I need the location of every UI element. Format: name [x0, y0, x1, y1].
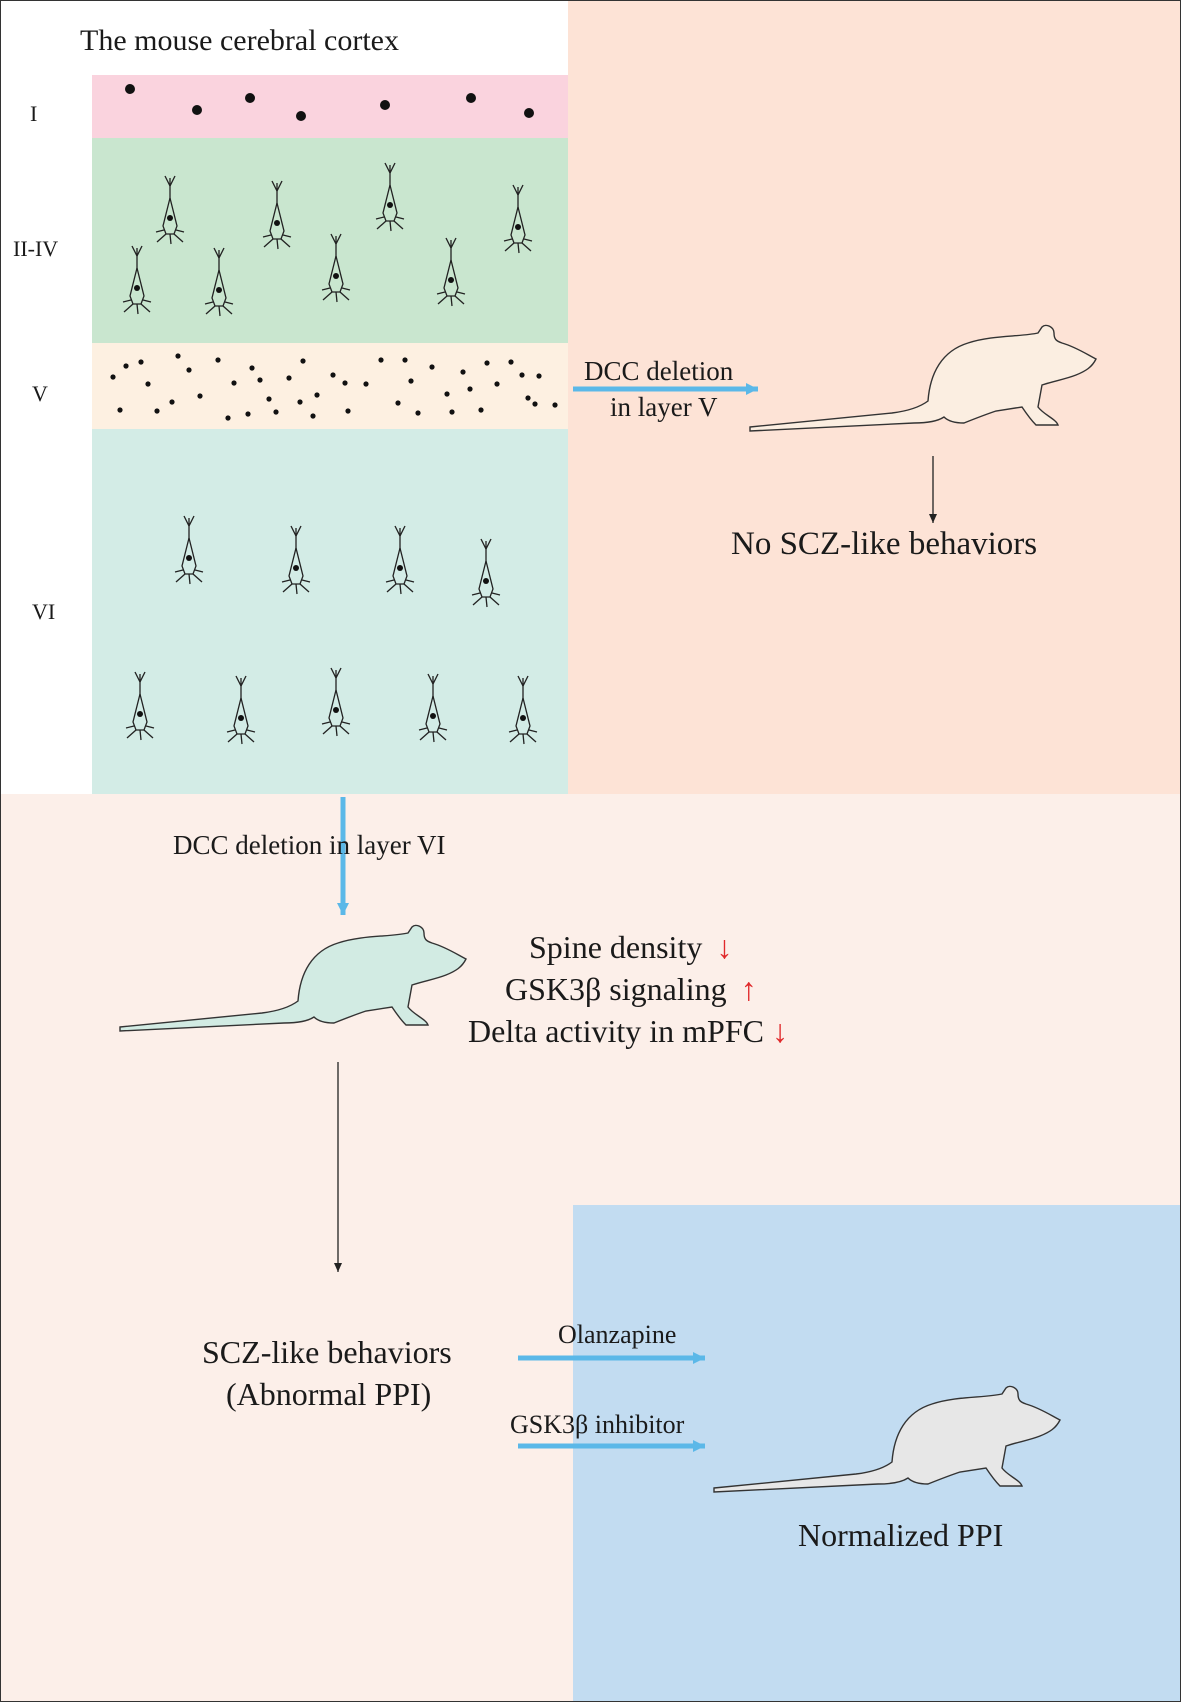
cell-dot: [125, 84, 135, 94]
layer-v-deletion-line1: DCC deletion: [584, 356, 734, 386]
cell-dot: [245, 93, 255, 103]
cell-dot: [286, 375, 292, 381]
cell-dot: [395, 400, 401, 406]
cell-dot: [429, 364, 435, 370]
cell-dot: [552, 402, 558, 408]
cell-dot: [408, 378, 414, 384]
behavior-arrow-head: [334, 1263, 342, 1272]
layer-label-ii-iv: II-IV: [13, 236, 59, 261]
cell-dot: [273, 409, 279, 415]
cell-dot: [378, 357, 384, 363]
cell-dot: [249, 365, 255, 371]
scz-behaviors-line1: SCZ-like behaviors: [202, 1334, 452, 1370]
cell-dot: [310, 413, 316, 419]
cell-dot: [245, 411, 251, 417]
cell-dot: [169, 399, 175, 405]
cell-dot: [466, 93, 476, 103]
cell-dot: [215, 357, 221, 363]
effect-text: Delta activity in mPFC: [468, 1013, 764, 1049]
cell-dot: [192, 105, 202, 115]
cell-dot: [123, 363, 129, 369]
cell-dot: [330, 372, 336, 378]
layer-v-deletion-line2: in layer V: [610, 392, 718, 422]
treatment-panel: [573, 1205, 1181, 1702]
treatment-gsk3b-inhibitor: GSK3β inhibitor: [510, 1410, 685, 1439]
cell-dot: [532, 401, 538, 407]
layer-v-panel: [568, 0, 1181, 794]
cell-dot: [524, 108, 534, 118]
cell-dot: [415, 410, 421, 416]
cell-dot: [525, 395, 531, 401]
cell-dot: [460, 369, 466, 375]
layer-label-vi: VI: [32, 599, 56, 624]
cell-dot: [110, 374, 116, 380]
arrow-up-icon: ↑: [740, 971, 757, 1007]
cell-dot: [519, 372, 525, 378]
cell-dot: [186, 367, 192, 373]
cell-dot: [484, 360, 490, 366]
cell-dot: [380, 100, 390, 110]
arrow-down-icon: ↓: [771, 1013, 788, 1049]
cell-dot: [508, 359, 514, 365]
effect-text: Spine density: [529, 929, 703, 965]
cell-dot: [117, 407, 123, 413]
cell-dot: [467, 386, 473, 392]
cell-dot: [402, 357, 408, 363]
cell-dot: [314, 392, 320, 398]
layer-vi-deletion-label: DCC deletion in layer VI: [173, 830, 446, 860]
cortex-layer-vi: [92, 429, 568, 794]
olanzapine-arrow-head: [693, 1352, 705, 1364]
scz-behaviors-line2: (Abnormal PPI): [226, 1376, 432, 1412]
cortex-layer-i: [92, 75, 568, 138]
effect-delta-activity: Delta activity in mPFC↓: [468, 1015, 788, 1047]
cell-dot: [478, 407, 484, 413]
cell-dot: [225, 415, 231, 421]
cell-dot: [342, 380, 348, 386]
layer-label-i: I: [30, 101, 38, 126]
effect-gsk3b-signaling: GSK3β signaling ↑: [505, 973, 757, 1005]
cell-dot: [536, 373, 542, 379]
normalized-ppi-result: Normalized PPI: [798, 1517, 1004, 1553]
cell-dot: [300, 358, 306, 364]
cortex-layer-ii-iv: [92, 138, 568, 343]
cortex-layer-v: [92, 343, 568, 429]
cell-dot: [257, 377, 263, 383]
cell-dot: [444, 391, 450, 397]
layer-v-deletion-arrow-head: [746, 383, 758, 395]
gsk3b-inhibitor-arrow-head: [693, 1440, 705, 1452]
effect-text: GSK3β signaling: [505, 971, 727, 1007]
cell-dot: [297, 399, 303, 405]
effect-spine-density: Spine density ↓: [529, 931, 732, 963]
cell-dot: [154, 408, 160, 414]
cell-dot: [363, 381, 369, 387]
cell-dot: [145, 381, 151, 387]
cell-dot: [138, 359, 144, 365]
cell-dot: [266, 396, 272, 402]
treatment-olanzapine: Olanzapine: [558, 1320, 677, 1349]
arrow-down-icon: ↓: [716, 929, 733, 965]
layer-label-v: V: [32, 381, 48, 406]
cell-dot: [231, 380, 237, 386]
no-scz-outcome: No SCZ-like behaviors: [731, 526, 1038, 562]
cell-dot: [449, 409, 455, 415]
cell-dot: [175, 353, 181, 359]
cell-dot: [345, 408, 351, 414]
layer-vi-deletion-arrow-head: [337, 903, 349, 915]
cell-dot: [494, 381, 500, 387]
cortex-title: The mouse cerebral cortex: [80, 24, 399, 57]
cell-dot: [296, 111, 306, 121]
outcome-arrow-head: [929, 514, 937, 523]
cell-dot: [197, 393, 203, 399]
